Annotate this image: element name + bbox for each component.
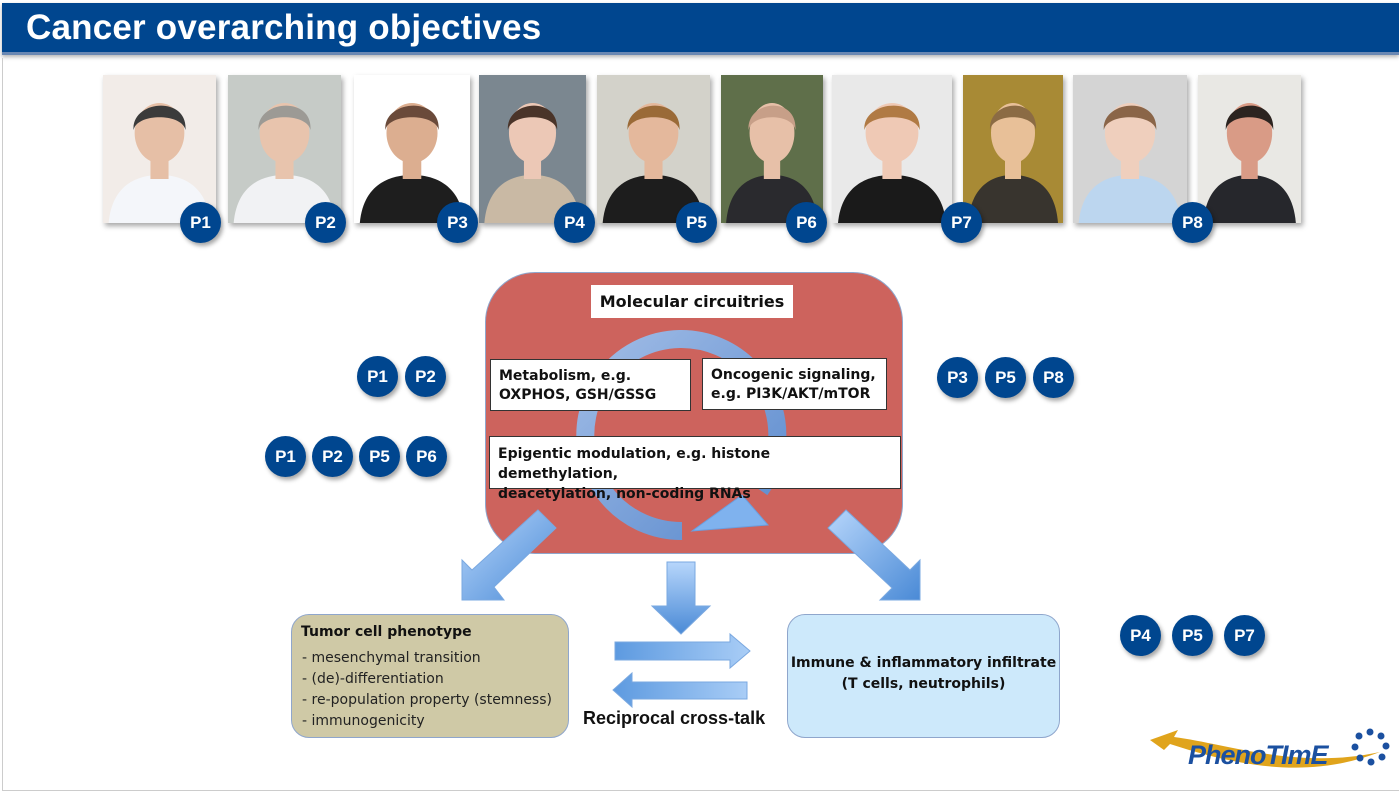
person-icon bbox=[597, 75, 710, 223]
epigenetic-modulation-box: Epigentic modulation, e.g. histone demet… bbox=[489, 436, 901, 502]
portrait-photo bbox=[103, 75, 216, 223]
partner-badge: P2 bbox=[305, 202, 346, 243]
partner-badge: P1 bbox=[180, 202, 221, 243]
partner-badge: P7 bbox=[941, 202, 982, 243]
partner-badge-epigenetic: P1 bbox=[265, 436, 306, 477]
partner-badge-metabolism: P2 bbox=[405, 356, 446, 397]
tumor-title: Tumor cell phenotype bbox=[301, 624, 472, 640]
immune-line-1: Immune & inflammatory infiltrate bbox=[790, 655, 1057, 671]
crosstalk-label: Reciprocal cross-talk bbox=[583, 708, 766, 728]
logo-text: PhenoTImE bbox=[1188, 740, 1329, 770]
oncogenic-line-1: Oncogenic signaling, bbox=[711, 367, 876, 383]
title-bar: Cancer overarching objectives bbox=[2, 3, 1399, 55]
portrait-photo bbox=[1198, 75, 1301, 223]
partner-badge-immune: P5 bbox=[1172, 615, 1213, 656]
portrait-photo bbox=[597, 75, 710, 223]
partner-badge-metabolism: P1 bbox=[357, 356, 398, 397]
person-icon bbox=[1073, 75, 1187, 223]
partner-badge-epigenetic: P6 bbox=[406, 436, 447, 477]
partner-badge-epigenetic: P2 bbox=[312, 436, 353, 477]
tumor-item: - re-population property (stemness) bbox=[302, 692, 552, 708]
partner-badge-immune: P4 bbox=[1120, 615, 1161, 656]
slide-frame bbox=[2, 58, 1399, 791]
epigenetic-line-1: Epigentic modulation, e.g. histone demet… bbox=[498, 446, 771, 482]
metabolism-line-1: Metabolism, e.g. bbox=[499, 368, 632, 384]
person-icon bbox=[103, 75, 216, 223]
logo-ring-icon bbox=[1351, 728, 1390, 766]
person-icon bbox=[479, 75, 586, 223]
person-icon bbox=[1198, 75, 1301, 223]
metabolism-box: Metabolism, e.g. OXPHOS, GSH/GSSG bbox=[490, 359, 691, 411]
immune-line-2: (T cells, neutrophils) bbox=[841, 676, 1006, 692]
partner-badge: P3 bbox=[437, 202, 478, 243]
oncogenic-signaling-box: Oncogenic signaling, e.g. PI3K/AKT/mTOR bbox=[702, 358, 887, 410]
portrait-photo bbox=[721, 75, 823, 223]
partner-badge: P6 bbox=[786, 202, 827, 243]
partner-badge: P4 bbox=[554, 202, 595, 243]
partner-badge: P5 bbox=[676, 202, 717, 243]
tumor-item: - mesenchymal transition bbox=[302, 650, 481, 666]
portrait-photo bbox=[228, 75, 341, 223]
tumor-item: - immunogenicity bbox=[302, 713, 425, 729]
person-icon bbox=[832, 75, 952, 223]
oncogenic-line-2: e.g. PI3K/AKT/mTOR bbox=[711, 386, 871, 402]
tumor-item: - (de)-differentiation bbox=[302, 671, 444, 687]
epigenetic-line-2: deacetylation, non-coding RNAs bbox=[498, 486, 751, 502]
portrait-photo bbox=[963, 75, 1063, 223]
partner-badge: P8 bbox=[1172, 202, 1213, 243]
logo-swoosh-icon bbox=[1150, 728, 1390, 768]
person-icon bbox=[228, 75, 341, 223]
slide-title: Cancer overarching objectives bbox=[26, 8, 542, 47]
partner-badge-oncogenic: P8 bbox=[1033, 357, 1074, 398]
person-icon bbox=[963, 75, 1063, 223]
partner-badge-oncogenic: P3 bbox=[937, 357, 978, 398]
immune-infiltrate-box: Immune & inflammatory infiltrate (T cell… bbox=[787, 614, 1060, 738]
tumor-list: - mesenchymal transition - (de)-differen… bbox=[301, 648, 559, 732]
molecular-circuitries-title: Molecular circuitries bbox=[591, 285, 793, 318]
portrait-photo bbox=[1073, 75, 1187, 223]
metabolism-line-2: OXPHOS, GSH/GSSG bbox=[499, 387, 657, 403]
portrait-photo bbox=[354, 75, 470, 223]
portrait-photo bbox=[832, 75, 952, 223]
person-icon bbox=[721, 75, 823, 223]
partner-badge-immune: P7 bbox=[1224, 615, 1265, 656]
portrait-photo bbox=[479, 75, 586, 223]
partner-badge-oncogenic: P5 bbox=[985, 357, 1026, 398]
phenotime-logo: PhenoTImE bbox=[1148, 722, 1398, 782]
tumor-cell-phenotype-box: Tumor cell phenotype - mesenchymal trans… bbox=[291, 614, 569, 738]
person-icon bbox=[354, 75, 470, 223]
partner-badge-epigenetic: P5 bbox=[359, 436, 400, 477]
